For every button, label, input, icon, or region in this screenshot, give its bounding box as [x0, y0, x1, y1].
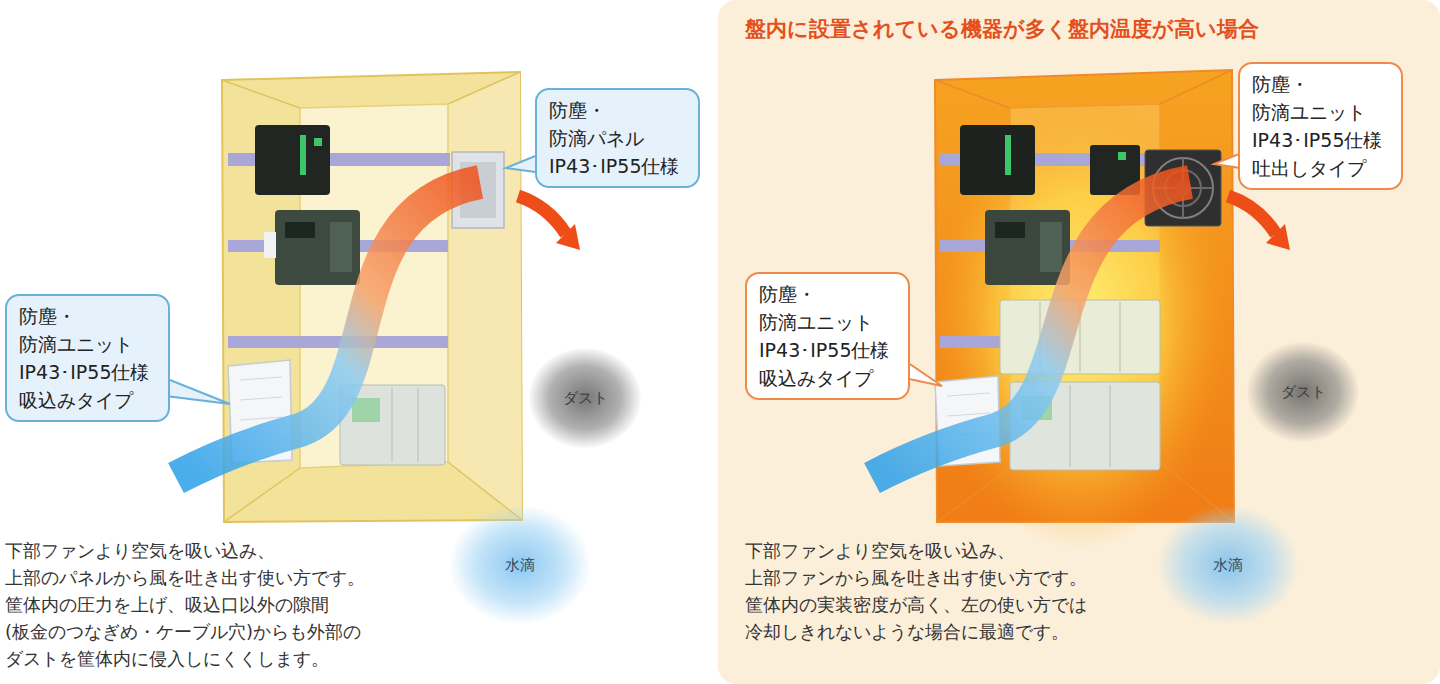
label-holder: 下部ファンより空気を吸い込み、 上部のパネルから風を吐き出す使い方です。 筐体内…	[5, 537, 371, 672]
display	[285, 222, 315, 238]
callout-text: 防塵・ 防滴ユニット IP43･IP55仕様 吸込みタイプ	[19, 302, 156, 414]
grille	[947, 393, 990, 396]
enclosure-edge	[448, 72, 520, 104]
cloud-text: 水滴	[502, 555, 538, 575]
caption-text: 下部ファンより空気を吸い込み、 上部のパネルから風を吐き出す使い方です。 筐体内…	[5, 537, 371, 672]
din-rail	[228, 336, 448, 348]
plc-module	[960, 125, 1035, 195]
plc-module	[255, 125, 330, 195]
controller-module	[985, 210, 1070, 285]
terminal	[330, 222, 352, 272]
module-divider	[392, 388, 393, 462]
cloud-shape: 水滴	[450, 506, 590, 624]
cloud-shape: ダスト	[1247, 342, 1359, 442]
cloud-text: ダスト	[1278, 382, 1329, 402]
callout-text: 防塵・ 防滴ユニット IP43･IP55仕様 吐出しタイプ	[1252, 70, 1389, 182]
airflow	[176, 182, 480, 478]
panel-background	[718, 0, 1440, 684]
arrow-head	[1266, 224, 1290, 250]
callout-box: 防塵・ 防滴ユニット IP43･IP55仕様 吸込みタイプ	[5, 294, 170, 422]
cloud-text: 水滴	[1210, 555, 1246, 575]
exhaust-arrow	[518, 196, 566, 234]
display	[995, 222, 1025, 238]
cloud-shape: ダスト	[529, 348, 641, 448]
cloud-shape: 水滴	[1158, 506, 1298, 624]
enclosure-edge	[222, 80, 300, 108]
callout-box: 防塵・ 防滴パネル IP43･IP55仕様	[535, 88, 700, 188]
display	[352, 398, 380, 422]
module-divider	[1120, 302, 1121, 372]
module-divider	[418, 388, 419, 462]
module-divider	[1070, 385, 1071, 467]
grille	[240, 377, 282, 380]
label-holder: 盤内に設置されている機器が多く盤内温度が高い場合	[745, 14, 1265, 44]
callout-text: 防塵・ 防滴ユニット IP43･IP55仕様 吸込みタイプ	[759, 280, 896, 392]
led	[314, 138, 322, 146]
module-divider	[1110, 385, 1111, 467]
caption-text: 下部ファンより空気を吸い込み、 上部ファンから風を吐き出す使い方です。 筐体内の…	[745, 537, 1093, 645]
grille	[240, 397, 282, 400]
grille	[947, 413, 990, 416]
adapter	[264, 232, 276, 258]
callout-text: 防塵・ 防滴パネル IP43･IP55仕様	[549, 96, 686, 180]
enclosure-side	[448, 72, 522, 520]
cloud-text: ダスト	[560, 388, 611, 408]
panel-heading: 盤内に設置されている機器が多く盤内温度が高い場合	[745, 14, 1265, 44]
callout-box: 防塵・ 防滴ユニット IP43･IP55仕様 吐出しタイプ	[1238, 62, 1403, 190]
enclosure-edge	[224, 468, 300, 522]
controller-module	[275, 210, 360, 285]
led-strip	[300, 135, 306, 175]
exhaust-arrow	[1228, 196, 1276, 234]
terminal	[1040, 222, 1062, 272]
arrow-head	[556, 224, 580, 250]
airflow	[872, 182, 1190, 478]
label-holder: 下部ファンより空気を吸い込み、 上部ファンから風を吐き出す使い方です。 筐体内の…	[745, 537, 1093, 645]
enclosure-edge	[935, 80, 1010, 108]
led-strip	[1005, 135, 1011, 175]
callout-box: 防塵・ 防滴ユニット IP43･IP55仕様 吸込みタイプ	[745, 272, 910, 400]
enclosure-edge	[1160, 70, 1232, 104]
led	[1118, 152, 1126, 160]
